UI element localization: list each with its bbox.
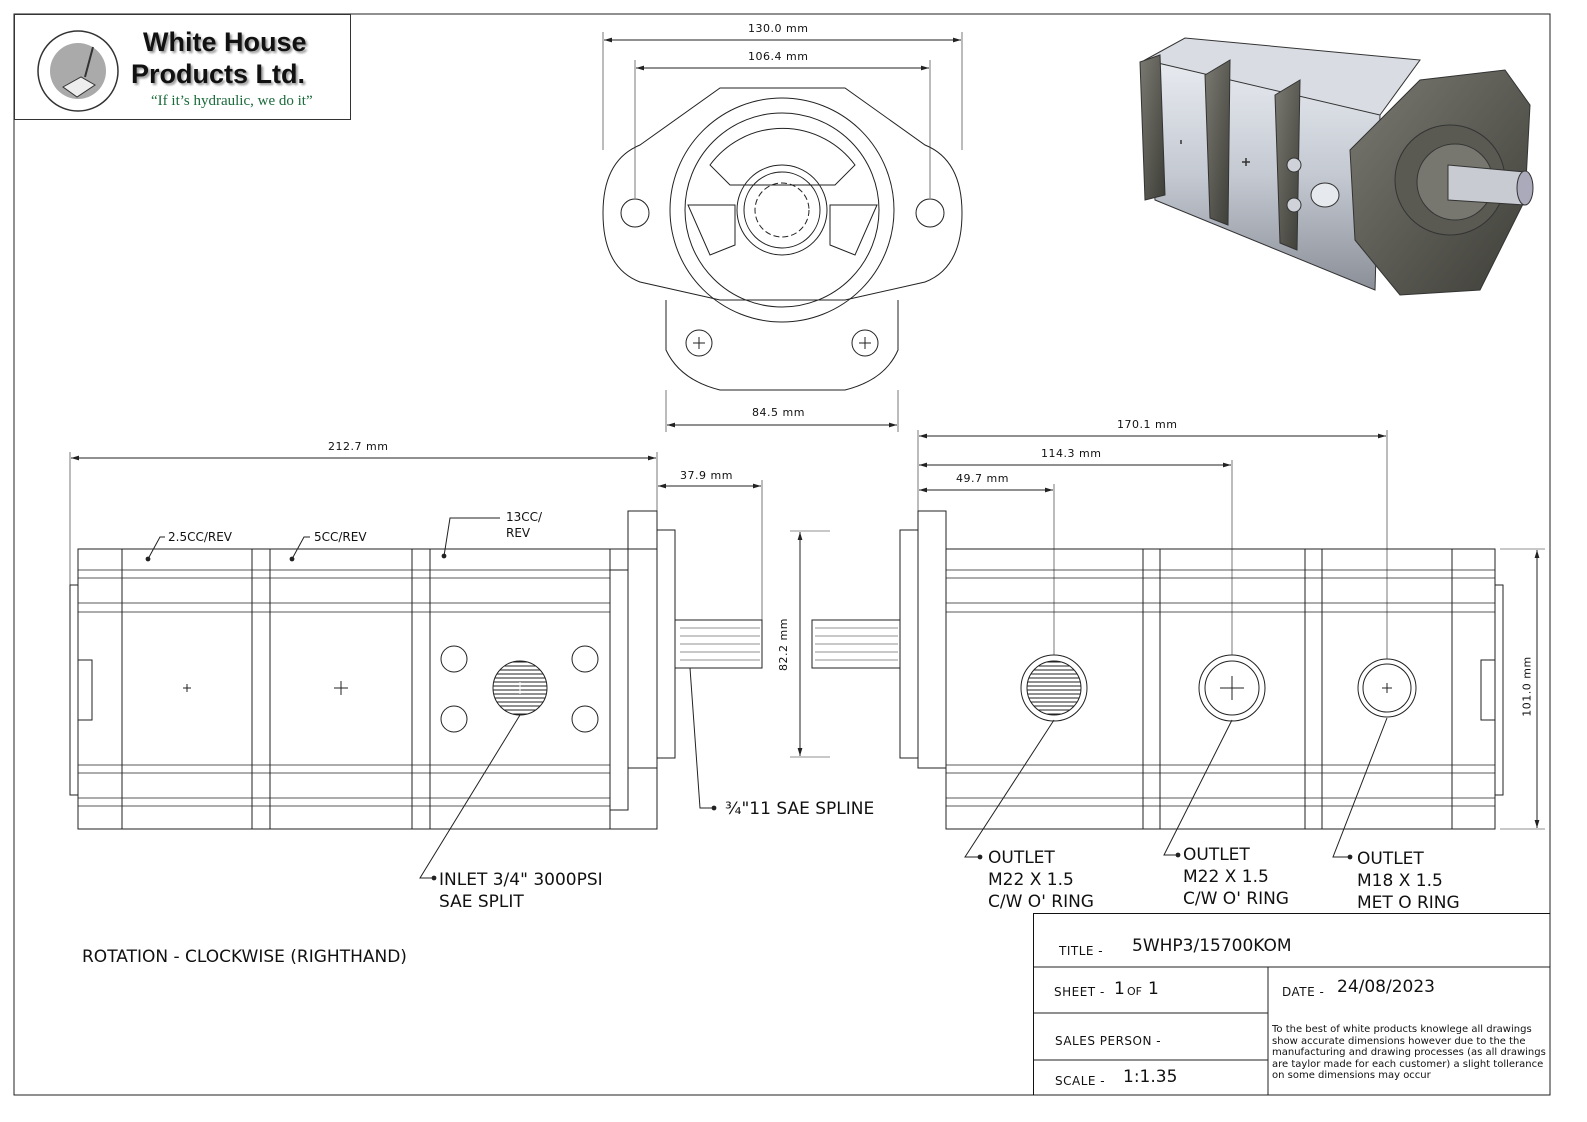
outlet3-line3: MET O RING [1357, 893, 1460, 913]
dim-front-overall-width: 130.0 mm [748, 22, 809, 35]
outlet1-line3: C/W O' RING [988, 892, 1094, 912]
scale-label: SCALE - [1055, 1074, 1106, 1088]
outlet2-line2: M22 X 1.5 [1183, 867, 1269, 887]
title-label: TITLE - [1059, 944, 1104, 958]
inlet-line2: SAE SPLIT [439, 892, 524, 912]
sheet-total: 1 [1148, 979, 1159, 999]
callout-outlet3: OUTLET M18 X 1.5 MET O RING [1357, 848, 1460, 914]
callout-inlet: INLET 3/4" 3000PSI SAE SPLIT [439, 869, 603, 913]
dim-outlet2-distance: 114.3 mm [1041, 447, 1102, 460]
brand-line-2: Products Ltd. [131, 59, 305, 89]
dim-outlet1-distance: 49.7 mm [956, 472, 1009, 485]
dim-front-body-width: 84.5 mm [752, 406, 805, 419]
outlet1-line1: OUTLET [988, 848, 1055, 868]
title-value: 5WHP3/15700KOM [1132, 936, 1292, 956]
callout-section3-line1: 13CC/ [506, 510, 543, 524]
sheet-of: OF [1127, 985, 1142, 998]
disclaimer: To the best of white products knowlege a… [1272, 1024, 1546, 1081]
company-logo: White House Products Ltd. “If it’s hydra… [14, 14, 351, 120]
outlet1-line2: M22 X 1.5 [988, 870, 1074, 890]
sheet-number: 1 [1114, 979, 1125, 999]
date-value: 24/08/2023 [1337, 977, 1435, 997]
pump-3d-render [1139, 37, 1534, 296]
rotation-note: ROTATION - CLOCKWISE (RIGHTHAND) [82, 947, 407, 967]
title-block: TITLE - 5WHP3/15700KOM SHEET - 1 OF 1 DA… [1033, 913, 1550, 1095]
logo-seal-icon [37, 30, 119, 112]
dim-front-hole-spacing: 106.4 mm [748, 50, 809, 63]
outlet2-line1: OUTLET [1183, 845, 1250, 865]
inlet-line1: INLET 3/4" 3000PSI [439, 870, 603, 890]
sheet-label: SHEET - [1054, 985, 1105, 999]
scale-value: 1:1.35 [1123, 1067, 1178, 1087]
sheet-border [13, 13, 1551, 1096]
title-block-lines [1033, 966, 1550, 1095]
tagline: “If it’s hydraulic, we do it” [151, 93, 313, 109]
callout-section3-line2: REV [506, 526, 531, 540]
callout-outlet1: OUTLET M22 X 1.5 C/W O' RING [988, 847, 1094, 913]
callout-section2: 5CC/REV [314, 530, 367, 544]
callout-spline: ¾"11 SAE SPLINE [725, 799, 875, 819]
brand-line-1: White House [143, 27, 307, 57]
outlet3-line2: M18 X 1.5 [1357, 871, 1443, 891]
callout-outlet2: OUTLET M22 X 1.5 C/W O' RING [1183, 844, 1289, 910]
outlet3-line1: OUTLET [1357, 849, 1424, 869]
side-view-left [69, 452, 763, 881]
dim-pilot-diameter: 82.2 mm [776, 618, 790, 671]
dim-body-height: 101.0 mm [1520, 656, 1534, 717]
dim-outlet3-distance: 170.1 mm [1117, 418, 1178, 431]
sales-person-label: SALES PERSON - [1055, 1034, 1162, 1048]
front-view [602, 32, 963, 432]
outlet2-line3: C/W O' RING [1183, 889, 1289, 909]
dim-side-overall-length: 212.7 mm [328, 440, 389, 453]
date-label: DATE - [1282, 985, 1325, 999]
side-view-right [790, 430, 1545, 860]
callout-section1: 2.5CC/REV [168, 530, 233, 544]
dim-shaft-length: 37.9 mm [680, 469, 733, 482]
